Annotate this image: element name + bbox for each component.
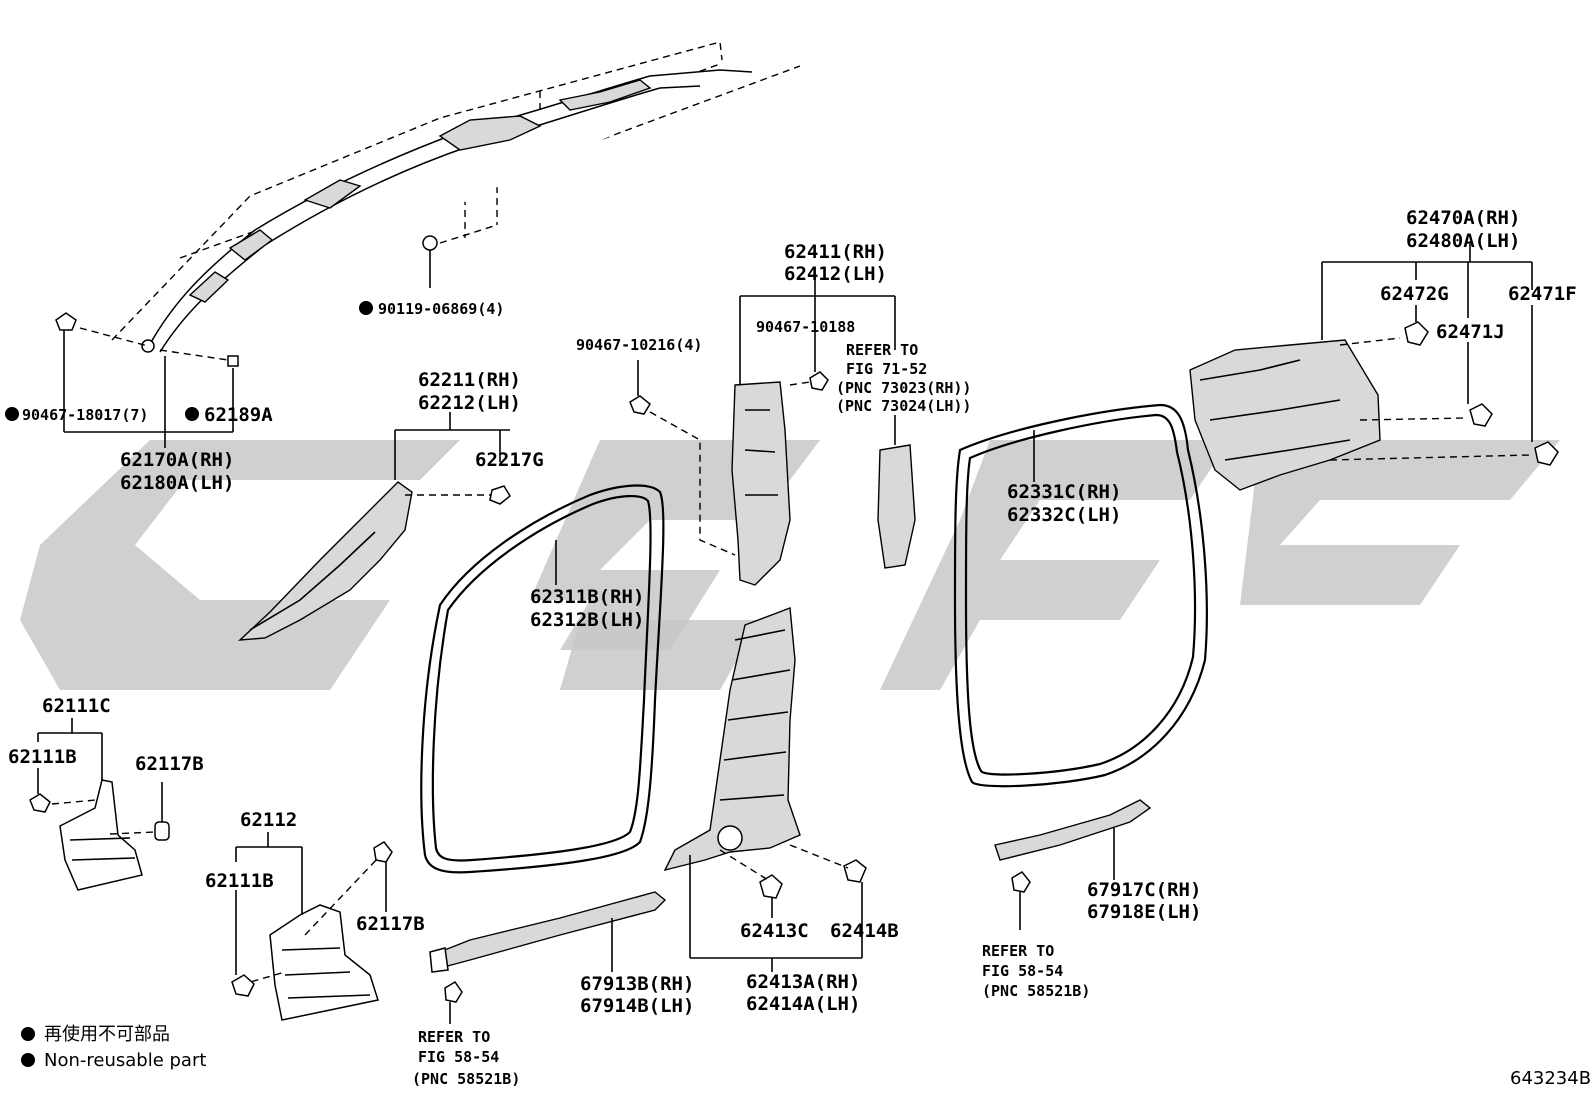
label-67913b: 67913B(RH): [580, 973, 694, 995]
label-62311b: 62311B(RH): [530, 586, 644, 608]
label-62411: 62411(RH): [784, 241, 887, 263]
roof-side-inner-garnish: [1189, 337, 1531, 491]
label-62414b: 62414B: [830, 920, 899, 942]
label-62117b-b: 62117B: [356, 913, 425, 935]
label-62332c: 62332C(LH): [1007, 504, 1121, 526]
a-pillar-garnish: [238, 481, 511, 641]
seat-belt-guide: [877, 415, 916, 569]
label-62212: 62212(LH): [418, 392, 521, 414]
refer-to-71-line1: REFER TO: [846, 341, 918, 359]
label-62170a: 62170A(RH): [120, 449, 234, 471]
clip-62413c-icon: [759, 874, 783, 899]
rear-door-scuff-plate: [994, 799, 1152, 893]
non-reusable-dot-icon: [185, 407, 199, 421]
label-62472g: 62472G: [1380, 283, 1449, 305]
label-62471j: 62471J: [1436, 321, 1505, 343]
refer-to-58-a-line1: REFER TO: [418, 1028, 490, 1046]
legend-dot-icon: [21, 1053, 35, 1067]
clip-62117b-icon: [154, 821, 170, 841]
center-pillar-upper-garnish: [731, 371, 829, 586]
clip-62111b-b-icon: [231, 974, 255, 997]
label-62217g: 62217G: [475, 449, 544, 471]
label-62413c: 62413C: [740, 920, 809, 942]
center-pillar-lower-garnish: [663, 607, 801, 872]
label-62331c: 62331C(RH): [1007, 481, 1121, 503]
label-67918e: 67918E(LH): [1087, 901, 1201, 923]
figure-code: 643234B: [1510, 1068, 1591, 1089]
clip-62472g-icon: [1404, 321, 1429, 346]
pnc-73024: (PNC 73024(LH)): [836, 397, 971, 415]
refer-to-58-a-line2: FIG 58-54: [418, 1048, 499, 1066]
refer-to-58-b-line1: REFER TO: [982, 942, 1054, 960]
label-62413a: 62413A(RH): [746, 971, 860, 993]
label-62211: 62211(RH): [418, 369, 521, 391]
clip-62471f-icon: [1534, 441, 1559, 466]
front-door-scuff-plate: [429, 891, 667, 1003]
label-62117b-a: 62117B: [135, 753, 204, 775]
legend-en: Non-reusable part: [44, 1050, 206, 1071]
clip-90467-10216-icon: [629, 395, 736, 556]
refer-to-71-line2: FIG 71-52: [846, 360, 927, 378]
clip-62111b-icon: [29, 793, 51, 813]
clip-62414b-icon: [843, 859, 867, 883]
label-67917c: 67917C(RH): [1087, 879, 1201, 901]
label-62414a: 62414A(LH): [746, 993, 860, 1015]
clip-62117b-b-icon: [373, 841, 393, 863]
pnc-58521b-a: (PNC 58521B): [412, 1070, 520, 1088]
pnc-58521b-b: (PNC 58521B): [982, 982, 1090, 1000]
label-62180a: 62180A(LH): [120, 472, 234, 494]
label-62111b-b: 62111B: [205, 870, 274, 892]
curtain-airbag-assembly: [79, 41, 801, 367]
clip-62471j-icon: [1469, 403, 1493, 427]
label-90467-10188: 90467-10188: [756, 318, 855, 336]
label-62480a: 62480A(LH): [1406, 230, 1520, 252]
legend-jp: 再使用不可部品: [44, 1024, 170, 1045]
label-62189a: 62189A: [204, 404, 273, 426]
label-62111c: 62111C: [42, 695, 111, 717]
pnc-73023: (PNC 73023(RH)): [836, 379, 971, 397]
label-90467-10216: 90467-10216(4): [576, 336, 702, 354]
cowl-side-trim-upper: [51, 779, 156, 891]
refer-to-58-b-line2: FIG 58-54: [982, 962, 1063, 980]
front-door-opening-seal: [420, 484, 665, 874]
clip-90467-18017-icon: [55, 312, 77, 331]
label-90119-06869: 90119-06869(4): [378, 300, 504, 318]
label-62471f: 62471F: [1508, 283, 1577, 305]
label-62312b: 62312B(LH): [530, 609, 644, 631]
rear-door-opening-seal: [953, 403, 1208, 788]
legend: 再使用不可部品 Non-reusable part: [21, 1024, 206, 1071]
non-reusable-dot-icon: [359, 301, 373, 315]
label-90467-18017: 90467-18017(7): [22, 406, 148, 424]
label-62412: 62412(LH): [784, 263, 887, 285]
label-62111b-a: 62111B: [8, 746, 77, 768]
cowl-side-trim-lower: [239, 857, 379, 1021]
legend-dot-icon: [21, 1027, 35, 1041]
label-67914b: 67914B(LH): [580, 995, 694, 1017]
label-62470a: 62470A(RH): [1406, 207, 1520, 229]
label-62112: 62112: [240, 809, 297, 831]
non-reusable-dot-icon: [5, 407, 19, 421]
bolt-90119-06869-icon: [422, 235, 438, 288]
